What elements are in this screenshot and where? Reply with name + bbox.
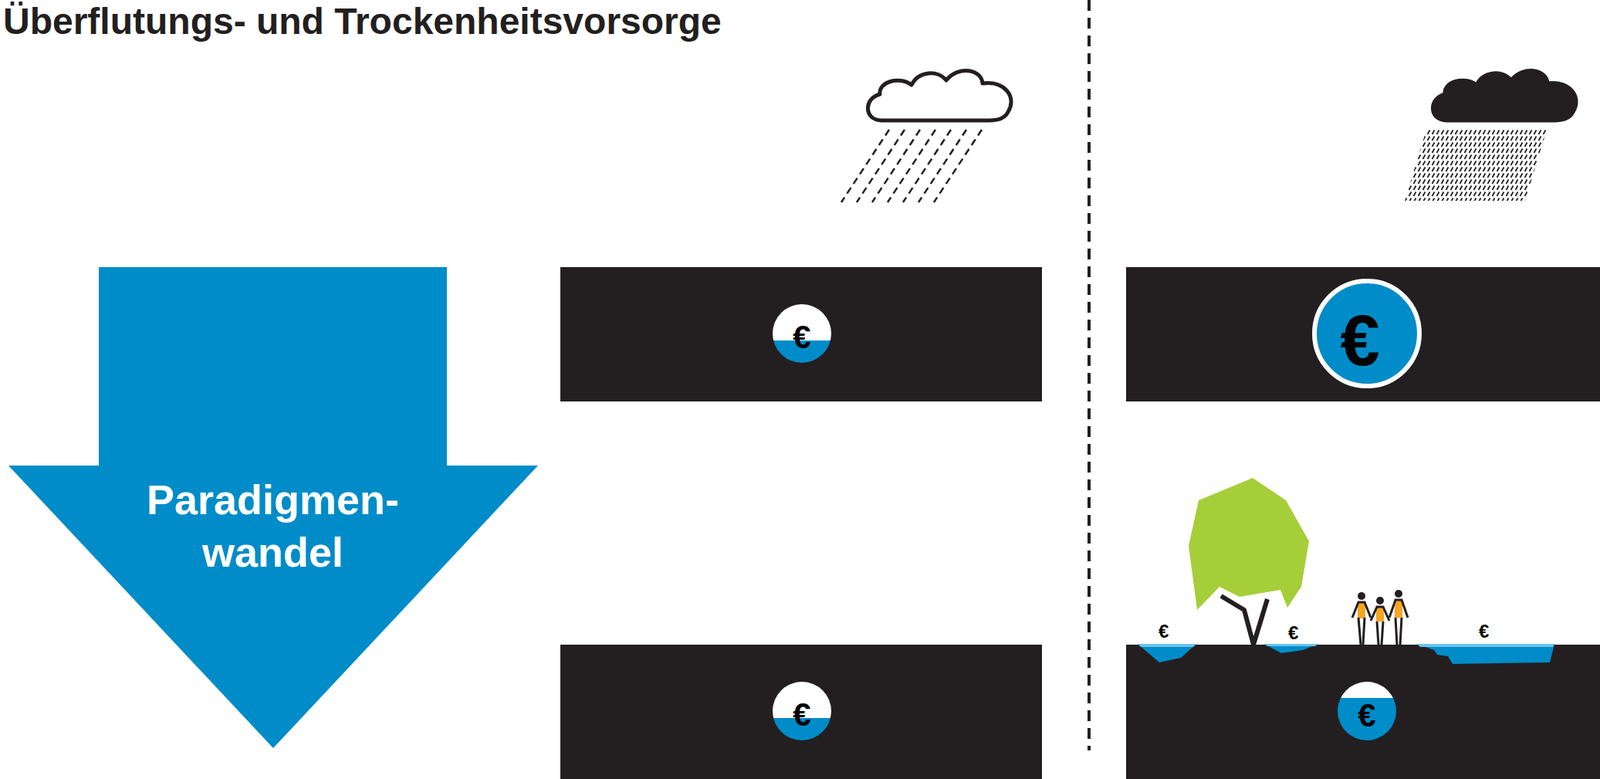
euro-coin: € [1337,681,1397,741]
arrow-label: Paradigmen- wandel [146,473,400,579]
bar [1126,267,1600,402]
heavy-rain [1404,129,1547,201]
puddle [1137,643,1197,663]
bar [560,644,1042,779]
arrow-shape: Paradigmen- wandel [8,267,538,748]
euro-coin: € [772,681,832,741]
puddle-surface [1137,643,1197,647]
puddle [1264,643,1319,653]
euro-coin: € [1312,278,1422,389]
euro-coin: € [772,304,832,363]
light-rain [841,129,982,203]
euro-sign: € [792,321,811,354]
euro-sign: € [1357,699,1376,732]
euro-label: € [1288,623,1299,643]
cloud-outline [867,71,1012,122]
euro-sign: € [792,698,811,731]
divider-line [1087,0,1091,751]
storm-cloud [1432,71,1577,122]
arrow-polygon [8,267,538,748]
puddle [1417,643,1555,664]
tree-trunk [1221,595,1268,645]
ground-bar [1126,644,1600,779]
euro-label: € [1158,622,1169,641]
people [1352,589,1408,645]
puddle-surface [1417,643,1555,647]
euro-sign: € [1339,304,1380,376]
diagram-title: Überflutungs- und Trockenheitsvorsorge [3,1,722,43]
puddle-surface [1264,643,1319,647]
euro-label: € [1478,622,1489,641]
tree-canopy [1188,477,1310,610]
bar [560,267,1042,402]
